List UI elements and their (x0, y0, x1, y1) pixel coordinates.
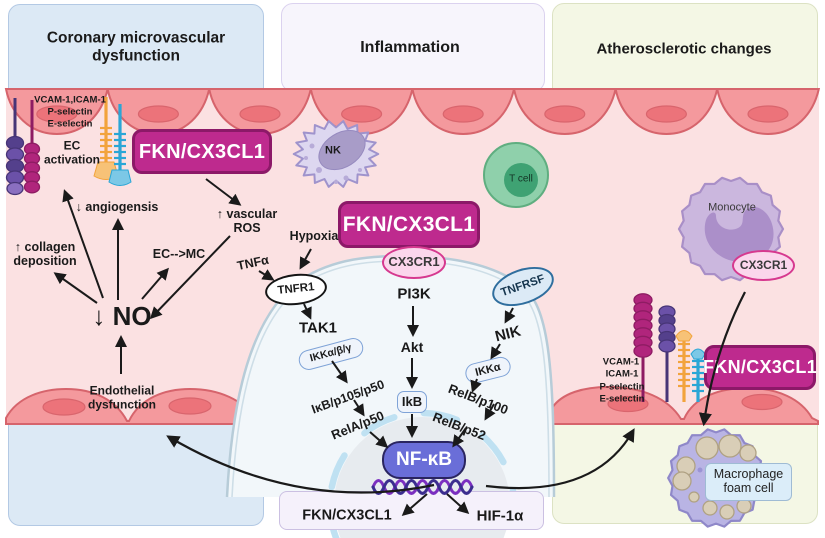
cx3cr1-receptor-right: CX3CR1 (732, 250, 795, 281)
adhesion-molecules-left (5, 97, 132, 196)
label-p-selectin-right: P-selectin (599, 381, 645, 393)
label-collagen-deposition: ↑ collagen deposition (13, 239, 77, 268)
label-ec-to-mc: EC-->MC (152, 246, 206, 261)
adhesion-molecules-right (633, 293, 706, 402)
label-output-hif1a: HIF-1α (476, 507, 524, 525)
label-akt: Akt (400, 339, 424, 356)
label-vcam-right: VCAM-1 (602, 356, 640, 368)
label-vascular-ros: ↑ vascular ROS (216, 206, 278, 235)
label-pi3k: PI3K (397, 285, 431, 303)
title-inflammation: Inflammation (360, 38, 460, 56)
endothelial-nuclei-top (36, 105, 789, 123)
label-nk: NK (325, 144, 341, 157)
fkn-cx3cl1-box-right: FKN/CX3CL1 (703, 345, 817, 390)
title-coronary: Coronary microvascular dysfunction (46, 29, 226, 64)
title-atherosclerotic: Atherosclerotic changes (596, 40, 772, 58)
label-output-fkn: FKN/CX3CL1 (302, 507, 392, 524)
fkn-cx3cl1-box-middle: FKN/CX3CL1 (338, 201, 480, 248)
macrophage-foam-cell-label: Macrophage foam cell (705, 463, 792, 501)
label-vcam-icam-left: VCAM-1,ICAM-1 (34, 94, 106, 106)
endothelium-bottom-left (5, 387, 266, 425)
label-endothelial-dysfunction: Endothelial dysfunction (88, 383, 156, 411)
label-icam-right: ICAM-1 (605, 368, 639, 380)
label-hypoxia: Hypoxia (289, 228, 339, 243)
cx3cr1-receptor-middle: CX3CR1 (382, 246, 446, 279)
panel-inflammation (281, 3, 545, 92)
endothelium-top (4, 88, 821, 136)
nfkb-box: NF-κB (382, 441, 466, 479)
nk-cell (294, 121, 378, 187)
label-tak1: TAK1 (298, 319, 338, 337)
label-p-selectin-left: P-selectin (47, 106, 93, 118)
p-selectin-left (108, 104, 132, 186)
label-angiogenesis: ↓ angiogensis (75, 199, 159, 214)
label-monocyte: Monocyte (708, 201, 756, 214)
lipid-droplets (672, 434, 762, 520)
ikb-pill: IkB (397, 391, 427, 413)
label-ec-activation: EC activation (43, 138, 100, 166)
label-e-selectin-right: E-selectin (599, 393, 645, 405)
label-no: ↓ NO (92, 301, 152, 332)
label-t-cell: T cell (509, 173, 533, 185)
label-e-selectin-left: E-selectin (47, 118, 93, 130)
t-cell (483, 142, 549, 208)
fkn-cx3cl1-box-left: FKN/CX3CL1 (132, 129, 272, 174)
endothelium-bottom-right (551, 385, 819, 425)
